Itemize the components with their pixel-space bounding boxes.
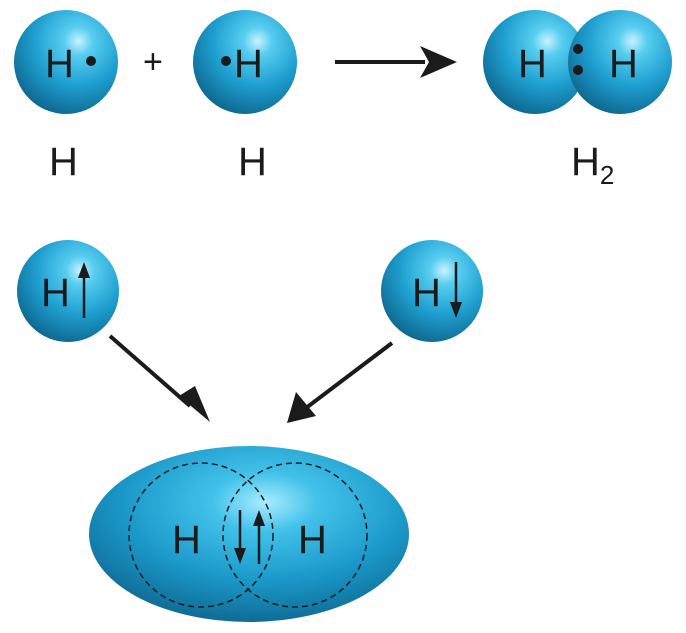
molecule-label-subscript: 2	[599, 160, 615, 191]
atom-symbol-h: H	[41, 271, 70, 315]
valence-electron-dot	[86, 56, 96, 66]
combine-arrow-left	[108, 334, 192, 408]
molecule-label-base: H	[571, 140, 600, 184]
molecule-label: H2	[571, 142, 614, 188]
atom-symbol-h: H	[518, 42, 547, 86]
reaction-arrow-head	[420, 46, 457, 78]
atomic-orbital-outline-right	[222, 462, 368, 608]
atomic-orbital-outline-left	[128, 462, 274, 608]
molecular-orbital-ellipse	[89, 446, 409, 622]
valence-electron-dot	[221, 56, 231, 66]
shared-electron-dot	[573, 44, 583, 54]
atom-symbol-h: H	[45, 42, 74, 86]
shared-electron-dot	[573, 65, 583, 75]
combine-arrow-right	[304, 341, 394, 410]
spin-down-atom-sphere	[381, 240, 483, 342]
molecule-sphere-right	[568, 10, 672, 114]
atom-symbol-h: H	[609, 42, 638, 86]
atom-symbol-h: H	[412, 271, 441, 315]
atom-symbol-h: H	[172, 518, 201, 562]
plus-sign: +	[143, 43, 163, 81]
hydrogen-atom-sphere-right	[193, 10, 297, 114]
spin-up-atom-sphere	[17, 240, 119, 342]
atom-symbol-h: H	[298, 518, 327, 562]
atom-symbol-h: H	[234, 42, 263, 86]
atom-label-right: H	[238, 140, 267, 184]
atom-label-left: H	[49, 140, 78, 184]
molecule-sphere-left	[483, 10, 587, 114]
hydrogen-atom-sphere-left	[14, 10, 118, 114]
